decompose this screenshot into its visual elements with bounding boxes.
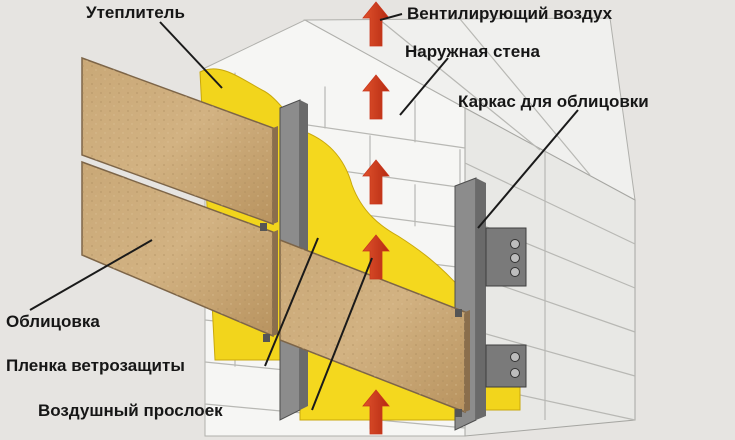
label-outer-wall: Наружная стена bbox=[405, 42, 540, 61]
red-up-arrow-icon bbox=[362, 74, 390, 120]
leader-cladding bbox=[29, 239, 153, 311]
labels: Утеплитель Вентилирующий воздух Наружная… bbox=[6, 3, 649, 420]
leader-ventilating-air bbox=[379, 13, 403, 21]
label-cladding-frame: Каркас для облицовки bbox=[458, 92, 649, 111]
label-wind-film: Пленка ветрозащиты bbox=[6, 356, 185, 375]
leader-insulation bbox=[159, 21, 223, 89]
airflow-arrows bbox=[362, 1, 390, 435]
red-up-arrow-icon bbox=[362, 389, 390, 435]
leader-lines bbox=[29, 13, 579, 411]
label-cladding: Облицовка bbox=[6, 312, 100, 331]
red-up-arrow-icon bbox=[362, 234, 390, 280]
leader-outer-wall bbox=[399, 57, 449, 116]
cladding-panels bbox=[81, 56, 470, 417]
leader-air-gap bbox=[311, 257, 373, 411]
label-ventilating-air: Вентилирующий воздух bbox=[407, 4, 613, 23]
leader-cladding-frame bbox=[477, 109, 579, 229]
leader-wind-film bbox=[264, 237, 319, 367]
label-air-gap: Воздушный прослоек bbox=[38, 401, 223, 420]
red-up-arrow-icon bbox=[362, 159, 390, 205]
label-insulation: Утеплитель bbox=[86, 3, 185, 22]
